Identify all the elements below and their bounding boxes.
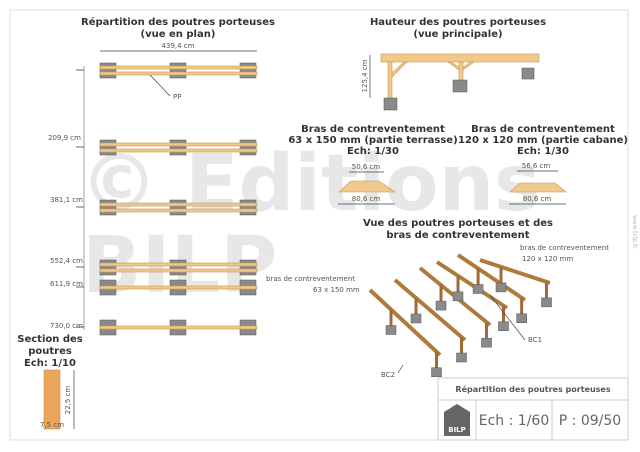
- brace-terrasse: Bras de contreventement 63 x 150 mm (par…: [288, 124, 458, 205]
- row-dim-2: 381,1 cm: [50, 196, 83, 204]
- brace-shape: [338, 180, 396, 193]
- bc2-label: BC2: [381, 371, 395, 379]
- iso-footing: [472, 284, 484, 294]
- pillar-block: [169, 259, 187, 276]
- iso-title-2: bras de contreventement: [386, 230, 529, 241]
- iso-beam: [479, 258, 551, 285]
- side-url: www.bilp.fr: [631, 215, 638, 249]
- section-title-2: poutres: [28, 346, 72, 357]
- pillar-block: [99, 199, 117, 216]
- pillar-block: [169, 139, 187, 156]
- plan-view: Répartition des poutres porteuses (vue e…: [48, 16, 275, 336]
- pillar-block: [99, 139, 117, 156]
- elevation-subtitle: (vue principale): [413, 29, 502, 40]
- pillar-block: [169, 62, 187, 79]
- iso-footing: [385, 325, 397, 335]
- elevation-height-dim: 125,4 cm: [361, 59, 369, 92]
- beam: [99, 71, 258, 76]
- brace-shape: [509, 182, 567, 193]
- beam: [99, 262, 258, 267]
- pillar-block: [239, 199, 257, 216]
- iso-footing: [452, 291, 464, 302]
- bilp-logo: [444, 404, 470, 436]
- label-terrasse-size: 63 x 150 mm: [313, 286, 360, 294]
- sheet-frame: [9, 9, 629, 441]
- iso-title: Vue des poutres porteuses et des: [363, 218, 553, 229]
- iso-footing: [410, 313, 422, 324]
- pillar-block: [239, 62, 257, 79]
- brace-cabane-title: Bras de contreventement: [471, 124, 615, 135]
- beam: [99, 202, 258, 207]
- label-cabane: bras de contreventement: [520, 244, 609, 252]
- beam: [99, 285, 258, 290]
- section-title: Section des: [17, 334, 83, 345]
- iso-footing: [495, 282, 507, 293]
- brace-terrasse-bottom-dim: 80,6 cm: [352, 195, 381, 203]
- brace-terrasse-size: 63 x 150 mm (partie terrasse): [288, 135, 457, 146]
- pillar-block: [239, 259, 257, 276]
- iso-beam: [456, 253, 527, 302]
- brace-cabane-top-dim: 56,6 cm: [522, 162, 551, 170]
- beam: [99, 325, 258, 330]
- row-dim-4: 611,9 cm: [50, 280, 83, 288]
- row-dim-1: 209,9 cm: [48, 134, 81, 142]
- section-height-dim: 22,5 cm: [64, 386, 72, 415]
- iso-footing: [431, 367, 442, 377]
- brace-cabane-bottom-dim: 80,6 cm: [523, 195, 552, 203]
- beam: [99, 142, 258, 147]
- title-block-title: Répartition des poutres porteuses: [455, 384, 610, 394]
- iso-beam: [368, 288, 442, 357]
- row-dim-5: 730,0 cm: [50, 322, 83, 330]
- iso-footing: [481, 337, 492, 348]
- logo-text: BILP: [448, 426, 466, 434]
- iso-footing: [498, 321, 509, 331]
- title-block-page: P : 09/50: [559, 413, 621, 429]
- brace-cabane-size: 120 x 120 mm (partie cabane): [458, 135, 628, 146]
- title-block: Répartition des poutres porteuses BILP E…: [437, 377, 629, 441]
- plan-title: Répartition des poutres porteuses: [81, 16, 275, 28]
- isometric-view: Vue des poutres porteuses et des bras de…: [266, 218, 609, 379]
- iso-footing: [516, 313, 527, 323]
- pillar-block: [169, 199, 187, 216]
- beam: [99, 148, 258, 153]
- pillar-block: [239, 139, 257, 156]
- brace-terrasse-scale: Ech: 1/30: [347, 146, 399, 157]
- row-dim-3: 552,4 cm: [50, 257, 83, 265]
- label-terrasse: bras de contreventement: [266, 275, 355, 283]
- elevation-view: Hauteur des poutres porteuses (vue princ…: [361, 17, 546, 111]
- label-cabane-size: 120 x 120 mm: [522, 255, 573, 263]
- brace-terrasse-title: Bras de contreventement: [301, 124, 445, 135]
- section-view: Section des poutres Ech: 1/10 22,5 cm 7,…: [17, 334, 83, 430]
- iso-beam: [435, 260, 509, 310]
- brace-cabane: Bras de contreventement 120 x 120 mm (pa…: [458, 124, 628, 205]
- section-scale: Ech: 1/10: [24, 358, 76, 369]
- plan-subtitle: (vue en plan): [141, 29, 216, 40]
- section-width-dim: 7,5 cm: [40, 421, 64, 429]
- brace-cabane-scale: Ech: 1/30: [517, 146, 569, 157]
- iso-footing: [541, 297, 552, 308]
- pp-label: PP: [173, 93, 181, 101]
- beam: [99, 268, 258, 273]
- beam: [99, 65, 258, 70]
- width-dimension: 439,4 cm: [162, 42, 195, 50]
- pillar-block: [99, 259, 117, 276]
- iso-footing: [435, 300, 447, 311]
- beam-section: [43, 369, 61, 430]
- bc1-label: BC1: [528, 336, 542, 344]
- watermark-text: © Editions: [80, 139, 541, 229]
- elevation-title: Hauteur des poutres porteuses: [370, 17, 546, 28]
- brace-terrasse-top-dim: 50,6 cm: [352, 163, 381, 171]
- pillar-block: [99, 62, 117, 79]
- iso-footing: [456, 352, 467, 363]
- title-block-scale: Ech : 1/60: [479, 413, 549, 429]
- pp-leader: [149, 74, 171, 97]
- iso-beam: [393, 278, 467, 342]
- beam: [99, 208, 258, 213]
